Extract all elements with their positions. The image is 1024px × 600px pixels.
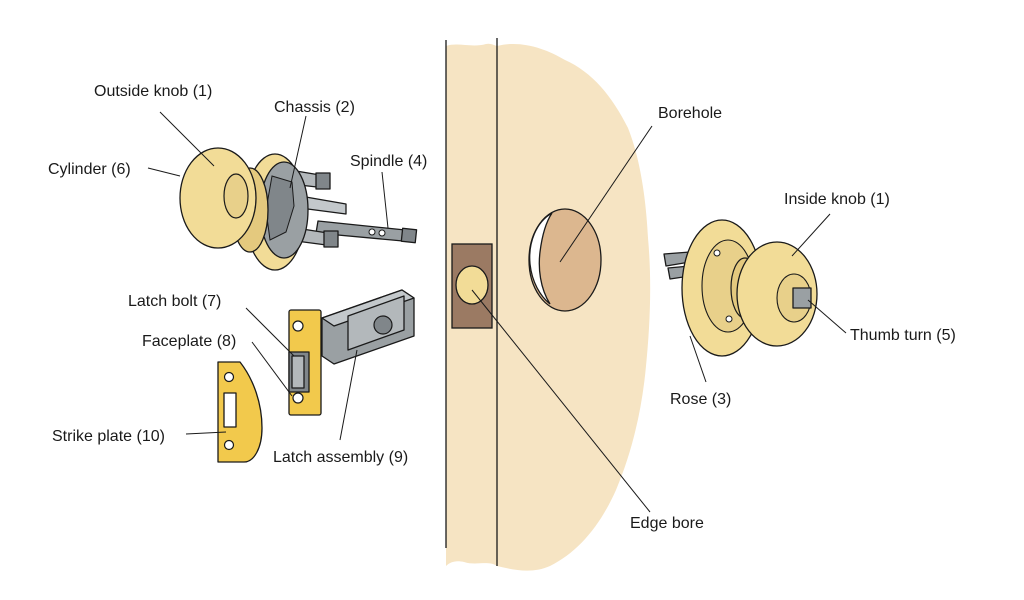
- label-thumb-turn: Thumb turn (5): [850, 327, 956, 344]
- strike-plate-hole-bottom: [223, 439, 235, 451]
- edge-bore-hole: [455, 265, 489, 305]
- label-latch-assembly: Latch assembly (9): [273, 449, 408, 466]
- leader-strike-plate: [185, 431, 227, 435]
- label-borehole: Borehole: [658, 105, 722, 122]
- labels: Outside knob (1) Chassis (2) Spindle (4)…: [48, 83, 956, 532]
- latch-cage-hole: [373, 315, 393, 335]
- spindle-tip: [400, 227, 418, 244]
- strike-plate: [217, 361, 263, 463]
- leader-chassis: [289, 115, 307, 189]
- borehole: [528, 208, 602, 312]
- label-inside-knob: Inside knob (1): [784, 191, 890, 208]
- label-latch-bolt: Latch bolt (7): [128, 293, 221, 310]
- chassis-arm-top-end: [315, 172, 331, 190]
- cylinder-face: [223, 173, 249, 219]
- latch-bolt-face: [291, 355, 305, 389]
- label-strike-plate: Strike plate (10): [52, 428, 165, 445]
- leader-rose: [689, 335, 707, 383]
- label-chassis: Chassis (2): [274, 99, 355, 116]
- leader-inside-knob: [791, 213, 831, 257]
- rose-screw-top: [713, 249, 721, 257]
- thumb-turn: [792, 287, 812, 309]
- chassis-arm-bottom-end: [323, 230, 339, 248]
- spindle-hole-1: [368, 228, 376, 236]
- leader-spindle: [381, 171, 389, 229]
- latch-assembly: [288, 289, 415, 416]
- leader-borehole: [559, 125, 653, 263]
- leader-cylinder: [147, 167, 181, 177]
- strike-plate-hole-top: [223, 371, 235, 383]
- leader-lines: [147, 111, 847, 513]
- faceplate-hole-bottom: [292, 392, 304, 404]
- leader-outside-knob: [159, 111, 215, 167]
- faceplate-hole-top: [292, 320, 304, 332]
- outside-knob: [179, 147, 257, 249]
- outside-knob-assembly: [179, 147, 418, 271]
- inside-knob-assembly: [663, 219, 818, 357]
- label-cylinder: Cylinder (6): [48, 161, 131, 178]
- label-edge-bore: Edge bore: [630, 515, 704, 532]
- strike-plate-slot: [223, 392, 237, 428]
- label-spindle: Spindle (4): [350, 153, 427, 170]
- leader-faceplate: [251, 341, 293, 397]
- leader-latch-bolt: [245, 307, 295, 357]
- leader-latch-assembly: [339, 349, 358, 441]
- label-rose: Rose (3): [670, 391, 731, 408]
- leader-thumb-turn: [807, 299, 847, 334]
- borehole-light: [529, 212, 553, 305]
- leader-edge-bore: [471, 289, 651, 513]
- label-outside-knob: Outside knob (1): [94, 83, 212, 100]
- door: [445, 38, 651, 571]
- label-faceplate: Faceplate (8): [142, 333, 236, 350]
- spindle-hole-2: [378, 229, 386, 237]
- latch-housing-top: [321, 289, 415, 327]
- strike-plate-body: [217, 361, 263, 463]
- rose-screw-bottom: [725, 315, 733, 323]
